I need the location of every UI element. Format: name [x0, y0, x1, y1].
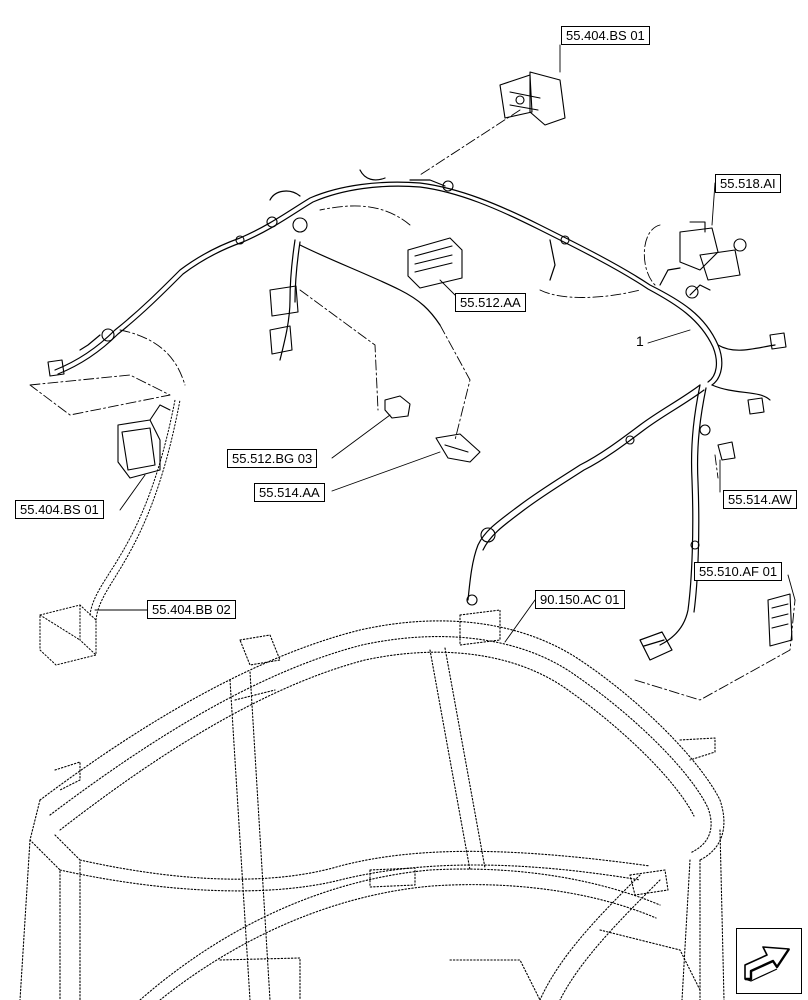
ref-link-work-light-top[interactable]: 55.404.BS 01 [561, 26, 650, 45]
relay-block [767, 593, 793, 647]
connector-plug [639, 631, 673, 661]
control-module [407, 237, 463, 289]
next-page-arrow-icon [744, 946, 790, 982]
harness-main [54, 169, 776, 646]
roof-sensor [435, 433, 481, 463]
work-light-left [117, 404, 171, 479]
ref-link-control-module[interactable]: 55.512.AA [455, 293, 526, 312]
callout-lines [94, 44, 796, 643]
next-page-button[interactable] [736, 928, 802, 994]
harness-clips [47, 180, 787, 606]
small-sensor [717, 441, 736, 461]
ref-link-small-sensor[interactable]: 55.514.AW [723, 490, 797, 509]
ref-link-work-light-lower[interactable]: 55.404.BB 02 [147, 600, 236, 619]
wiper-motor [679, 221, 747, 281]
ref-link-switch-unit[interactable]: 55.512.BG 03 [227, 449, 318, 468]
ref-link-work-light-left[interactable]: 55.404.BS 01 [15, 500, 104, 519]
leader-lines [29, 109, 796, 701]
work-light-lower [39, 399, 181, 666]
ref-link-roof-sensor[interactable]: 55.514.AA [254, 483, 325, 502]
work-light-top [499, 71, 566, 126]
switch-unit [384, 395, 411, 419]
item-number-1: 1 [636, 333, 644, 349]
cab-frame [19, 609, 725, 1000]
ref-link-wiper-motor[interactable]: 55.518.AI [715, 174, 781, 193]
ref-link-relay-block[interactable]: 55.510.AF 01 [694, 562, 783, 581]
ref-link-cab-frame[interactable]: 90.150.AC 01 [535, 590, 625, 609]
